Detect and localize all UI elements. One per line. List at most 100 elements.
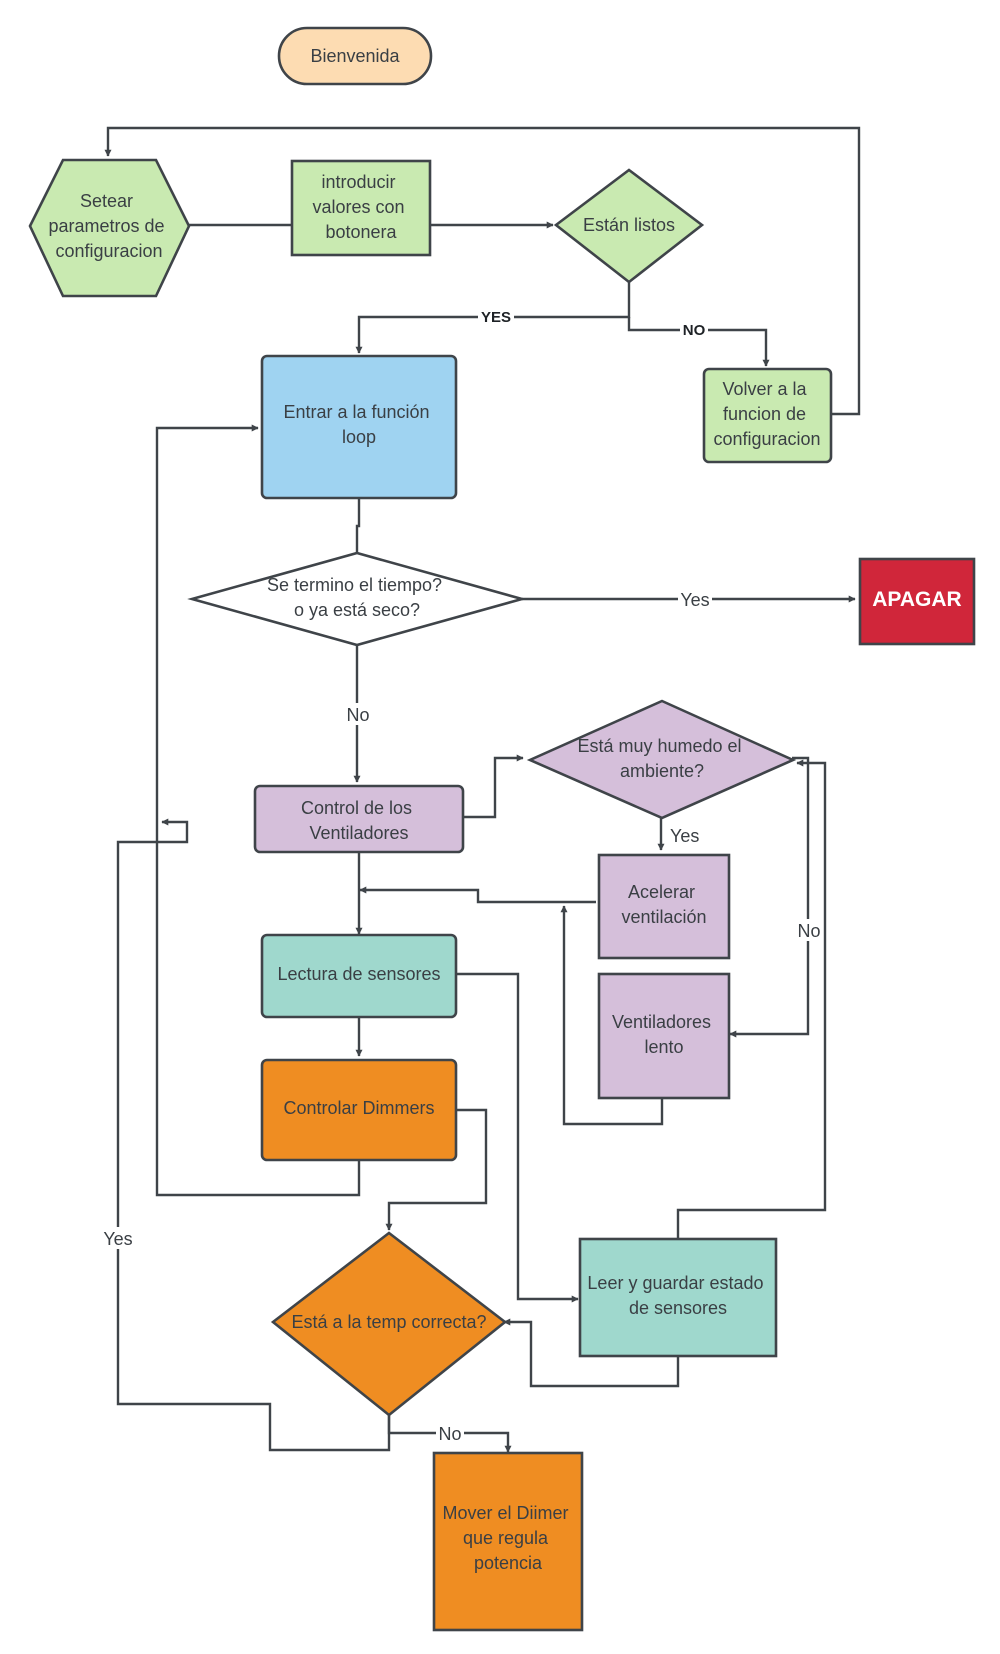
- temp-correcta-shape: [270, 1231, 508, 1417]
- svg-text:Está muy humedo el ambie: Está muy humedo el ambiente?: [577, 736, 746, 781]
- svg-text:Setear parametros de: Setear parametros de configuracion: [48, 191, 169, 261]
- svg-text:Lectura de sensores: Lectura de sensores: [277, 964, 440, 984]
- estan-listos-shape: [553, 168, 705, 284]
- edge-humedo-lento: [729, 756, 810, 1038]
- lectura-sensores-shape: [260, 933, 458, 1019]
- edge-leer-humedo: [676, 759, 827, 1239]
- node-se-termino: Se termino el tiempo? o ya está seco?: [187, 551, 527, 647]
- bienvenida-label: Bienvenida: [310, 46, 400, 66]
- svg-text:Ventiladores lento: Ventiladores lento: [612, 1012, 716, 1057]
- mover-dimmer-line-2: que regula: [463, 1528, 549, 1548]
- entrar-loop-line-1: Entrar a la función: [283, 402, 429, 422]
- node-leer-guardar: Leer y guardar estado de sensores: [578, 1237, 778, 1358]
- apagar-label: APAGAR: [872, 588, 961, 611]
- leer-guardar-shape: [578, 1237, 778, 1358]
- node-muy-humedo: Está muy humedo el ambiente?: [526, 699, 797, 820]
- label-humedo-no: No: [797, 921, 820, 941]
- svg-text:Mover el Diimer que regu: Mover el Diimer que regula potencia: [442, 1503, 573, 1573]
- estan-listos-label: Están listos: [583, 215, 675, 235]
- control-ventiladores-line-2: Ventiladores: [309, 823, 408, 843]
- setear-line-2: parametros de: [48, 216, 164, 236]
- entrar-loop-line-2: loop: [342, 427, 376, 447]
- node-temp-correcta: Está a la temp correcta?: [270, 1231, 508, 1417]
- edge-dimmers-temp: [385, 1108, 488, 1231]
- label-temp-no: No: [438, 1424, 461, 1444]
- svg-text:Entrar a la función loop: Entrar a la función loop: [283, 402, 434, 447]
- node-ventiladores-lento: Ventiladores lento: [597, 972, 731, 1100]
- volver-line-2: funcion de: [723, 404, 806, 424]
- label-termino-yes: Yes: [680, 590, 709, 610]
- edge-dimmers-loop: [155, 424, 361, 1197]
- node-apagar: APAGAR: [858, 557, 976, 646]
- leer-guardar-line-1: Leer y guardar estado: [587, 1273, 763, 1293]
- svg-text:Leer y guardar estado de: Leer y guardar estado de sensores: [587, 1273, 768, 1318]
- se-termino-line-2: o ya está seco?: [294, 600, 420, 620]
- bienvenida-shape: [277, 26, 433, 86]
- label-termino-no: No: [346, 705, 369, 725]
- svg-text:Está a la temp correcta?: Está a la temp correcta?: [291, 1312, 486, 1332]
- acelerar-shape: [597, 853, 731, 960]
- svg-text:Están listos: Están listos: [583, 215, 675, 235]
- ventiladores-lento-line-1: Ventiladores: [612, 1012, 711, 1032]
- svg-text:APAGAR: APAGAR: [872, 588, 961, 611]
- ventiladores-lento-shape: [597, 972, 731, 1100]
- svg-text:Se termino el tiempo? o: Se termino el tiempo? o ya está seco?: [267, 575, 447, 620]
- svg-text:Volver a la funcion de: Volver a la funcion de configuracion: [713, 379, 820, 449]
- controlar-dimmers-label: Controlar Dimmers: [283, 1098, 434, 1118]
- edge-control-humedo: [463, 754, 524, 819]
- volver-line-1: Volver a la: [722, 379, 807, 399]
- node-entrar-loop: Entrar a la función loop: [260, 354, 458, 500]
- edge-acelerar-stem: [359, 886, 596, 904]
- volver-shape: [702, 367, 833, 464]
- node-setear: Setear parametros de configuracion: [28, 158, 191, 298]
- svg-text:Controlar Dimmers: Controlar Dimmers: [283, 1098, 434, 1118]
- node-lectura-sensores: Lectura de sensores: [260, 933, 458, 1019]
- svg-text:introducir valores con: introducir valores con botonera: [312, 172, 409, 242]
- node-bienvenida: Bienvenida: [277, 26, 433, 86]
- edge-lectura-leer: [456, 972, 579, 1303]
- control-ventiladores-shape: [253, 784, 465, 854]
- edge-leer-temp: [503, 1318, 680, 1388]
- setear-line-1: Setear: [80, 191, 133, 211]
- se-termino-line-1: Se termino el tiempo?: [267, 575, 442, 595]
- svg-text:Acelerar ventilación: Acelerar ventilación: [621, 882, 706, 927]
- edge-volver-setear: [104, 126, 861, 416]
- introducir-shape: [290, 159, 432, 257]
- se-termino-shape: [187, 551, 527, 647]
- volver-line-3: configuracion: [713, 429, 820, 449]
- mover-dimmer-shape: [432, 1451, 584, 1632]
- entrar-loop-shape: [260, 354, 458, 500]
- temp-correcta-label: Está a la temp correcta?: [291, 1312, 486, 1332]
- muy-humedo-shape: [526, 699, 797, 820]
- label-temp-yes: Yes: [103, 1229, 132, 1249]
- node-control-ventiladores: Control de los Ventiladores: [253, 784, 465, 854]
- setear-line-3: configuracion: [55, 241, 162, 261]
- edge-lento-return: [560, 905, 664, 1126]
- edge-temp-yes-loop: [116, 818, 391, 1452]
- edge-labels: YES NO Yes No Yes No Yes No: [100, 308, 823, 1444]
- controlar-dimmers-shape: [260, 1058, 458, 1162]
- introducir-line-3: botonera: [325, 222, 397, 242]
- introducir-line-1: introducir: [321, 172, 395, 192]
- ventiladores-lento-line-2: lento: [644, 1037, 683, 1057]
- node-controlar-dimmers: Controlar Dimmers: [260, 1058, 458, 1162]
- node-volver: Volver a la funcion de configuracion: [702, 367, 833, 464]
- muy-humedo-line-2: ambiente?: [620, 761, 704, 781]
- acelerar-line-1: Acelerar: [628, 882, 695, 902]
- svg-text:Control de los Ventilado: Control de los Ventiladores: [301, 798, 417, 843]
- label-listos-yes: YES: [481, 309, 511, 326]
- node-introducir: introducir valores con botonera: [290, 159, 432, 257]
- edge-loop-termino: [355, 498, 361, 553]
- introducir-line-2: valores con: [312, 197, 404, 217]
- leer-guardar-line-2: de sensores: [629, 1298, 727, 1318]
- acelerar-line-2: ventilación: [621, 907, 706, 927]
- svg-text:Bienvenida: Bienvenida: [310, 46, 400, 66]
- mover-dimmer-line-1: Mover el Diimer: [442, 1503, 568, 1523]
- node-mover-dimmer: Mover el Diimer que regula potencia: [432, 1451, 584, 1632]
- label-listos-no: NO: [683, 322, 706, 339]
- node-acelerar: Acelerar ventilación: [597, 853, 731, 960]
- apagar-shape: [858, 557, 976, 646]
- node-estan-listos: Están listos: [553, 168, 705, 284]
- control-ventiladores-line-1: Control de los: [301, 798, 412, 818]
